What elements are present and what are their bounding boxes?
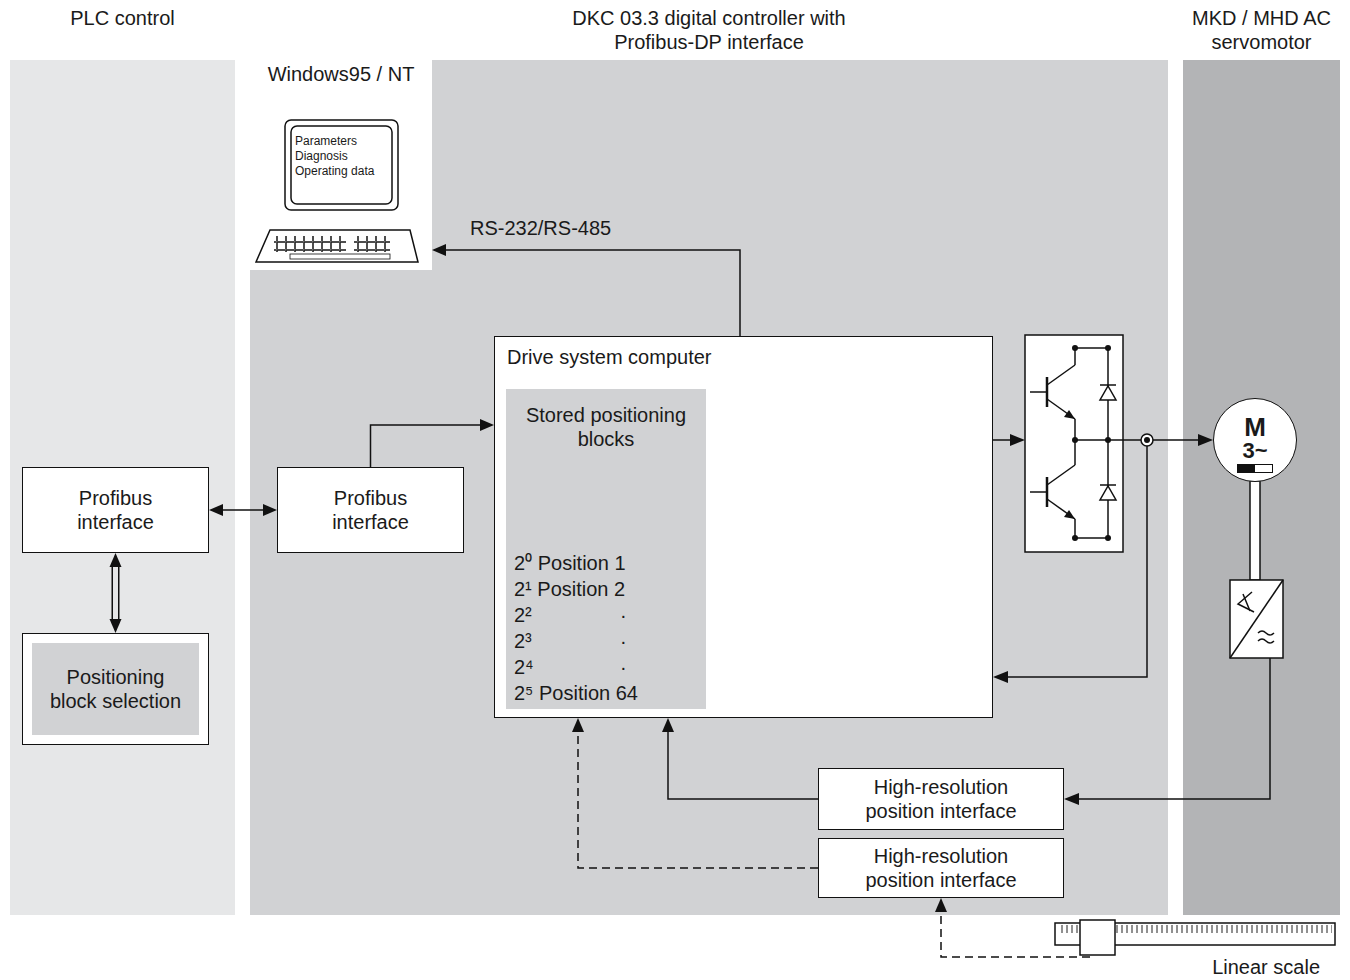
scale-label: Linear scale — [1212, 957, 1320, 978]
box-label: Profibus interface — [311, 486, 431, 534]
encoder-symbol — [1078, 580, 1283, 799]
inverter-symbol — [1025, 335, 1123, 552]
motor-circle: M3~ — [1213, 398, 1297, 482]
block-entry: 2³ — [514, 629, 532, 653]
connector — [572, 718, 818, 868]
box-label: Positioning block selection — [41, 665, 191, 713]
block-entry: 2⁰ Position 1 — [514, 551, 626, 575]
ellipsis-dot: · — [620, 629, 627, 653]
controller-band: DKC 03.3 digital controller with Profibu… — [250, 0, 1168, 915]
motor-band-fill — [1183, 60, 1340, 915]
motor-symbol: M — [1244, 414, 1266, 440]
ellipsis-dot: · — [620, 655, 627, 679]
block-entry: 2⁵ Position 64 — [514, 681, 638, 705]
box-label: High-resolution position interface — [841, 775, 1041, 823]
selection-box: Positioning block selection — [22, 633, 209, 745]
os-heading: Windows95 / NT — [250, 62, 432, 86]
plc-band-fill — [10, 60, 235, 915]
interface-box: Profibus interface — [22, 467, 209, 553]
ellipsis-dot: · — [620, 603, 627, 627]
controller-band-fill — [250, 60, 1168, 915]
box-label: Profibus interface — [56, 486, 176, 534]
connector — [662, 718, 818, 799]
edge-label: RS-232/RS-485 — [470, 216, 611, 240]
position-interface: High-resolution position interface — [818, 838, 1064, 898]
block-entry: 2² — [514, 603, 532, 627]
position-interface: High-resolution position interface — [818, 768, 1064, 830]
phase-symbol: 3~ — [1242, 440, 1267, 462]
band-heading: PLC control — [23, 6, 223, 30]
pc-terminal: Windows95 / NT Parameters Diagnosis Opera… — [250, 58, 432, 270]
band-heading: MKD / MHD AC servomotor — [1189, 6, 1334, 54]
inverter-dots — [1064, 345, 1111, 541]
box-heading: Drive system computer — [507, 345, 712, 369]
connector — [371, 419, 495, 467]
block-entry: 2⁴ — [514, 655, 534, 679]
motor-shaft — [1250, 481, 1260, 580]
band-heading: DKC 03.3 digital controller with Profibu… — [569, 6, 849, 54]
inner-panel — [32, 643, 199, 735]
linear-scale: Linear scale — [1055, 920, 1340, 957]
linear-scale — [1055, 920, 1335, 955]
connector — [110, 553, 122, 633]
screen-text: Parameters Diagnosis Operating data — [295, 134, 387, 179]
interface-box: Profibus interface — [277, 467, 464, 553]
plc-band: PLC controlProfibus interfacePositioning… — [10, 0, 235, 915]
computer-box: Drive system computerStored positioning … — [494, 336, 993, 718]
connector — [209, 504, 277, 516]
motor-band: MKD / MHD AC servomotorM3~ — [1183, 0, 1340, 915]
power-wires — [993, 434, 1200, 677]
wire-arrowheads — [993, 434, 1213, 805]
connector — [935, 898, 1090, 957]
block-store: Stored positioning blocks 2⁰ Position 12¹… — [506, 389, 706, 709]
box-label: High-resolution position interface — [841, 844, 1041, 892]
block-entry: 2¹ Position 2 — [514, 577, 625, 601]
connector — [432, 244, 740, 336]
rotor-bar — [1237, 464, 1273, 473]
store-heading: Stored positioning blocks — [516, 403, 696, 451]
